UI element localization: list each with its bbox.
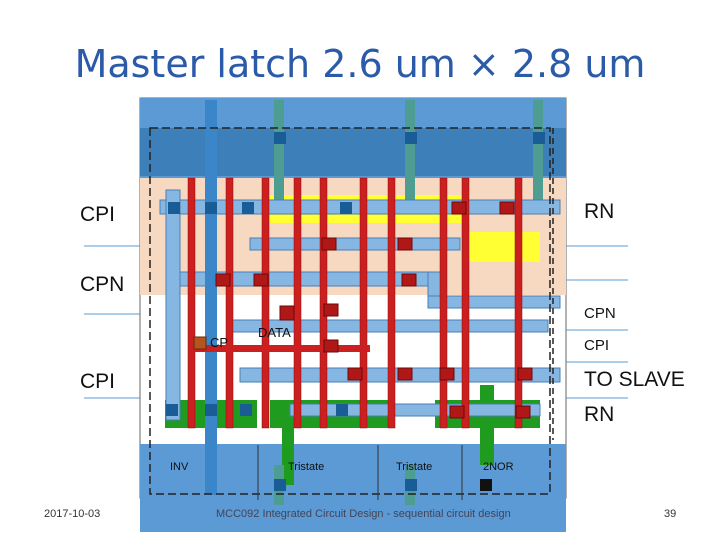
cell-label-2nor: 2NOR <box>483 461 514 473</box>
slide-title: Master latch 2.6 um × 2.8 um <box>74 42 646 86</box>
metal1-vertical-2 <box>205 100 217 495</box>
label-cp: CP <box>210 335 229 350</box>
label-to-slave: TO SLAVE <box>584 368 685 391</box>
metal2-vertical-3 <box>533 100 543 200</box>
metal2-vertical-2 <box>405 100 415 200</box>
footer-text: MCC092 Integrated Circuit Design - seque… <box>216 508 511 520</box>
cell-label-inv: INV <box>170 461 189 473</box>
page-number: 39 <box>664 508 677 520</box>
n-diffusion-green-stub-2 <box>282 425 294 485</box>
p-diffusion-3 <box>462 232 540 262</box>
cp-contact <box>193 336 207 350</box>
poly-gates <box>187 177 523 429</box>
label-cpn-right: CPN <box>584 305 616 322</box>
cell-label-tristate-1: Tristate <box>288 461 325 473</box>
label-cpi-top: CPI <box>80 203 116 226</box>
footer-date: 2017-10-03 <box>44 508 101 520</box>
metal1-row-2 <box>249 237 461 251</box>
metal2-vertical-1 <box>274 100 284 200</box>
metal1-vertical-left <box>165 189 181 421</box>
contacts <box>166 132 545 491</box>
metal1-cpn-right-2 <box>427 295 561 309</box>
n-diffusion-green-stub <box>480 385 494 465</box>
poly-horizontal <box>190 345 370 352</box>
label-cpn: CPN <box>80 273 125 296</box>
label-rn-top: RN <box>584 200 615 223</box>
label-rn-bottom: RN <box>584 403 615 426</box>
metal1-rn-bottom <box>289 403 541 417</box>
top-rail-band <box>140 128 566 176</box>
label-data: DATA <box>258 325 291 340</box>
label-cpi-bottom: CPI <box>80 370 116 393</box>
poly-contacts <box>215 201 533 419</box>
cell-label-tristate-2: Tristate <box>396 461 433 473</box>
label-cpi-right: CPI <box>584 337 610 354</box>
black-contact <box>480 479 492 491</box>
cell-boundary <box>149 127 551 495</box>
left-guide-lines <box>84 245 140 399</box>
right-guide-lines <box>566 245 628 399</box>
